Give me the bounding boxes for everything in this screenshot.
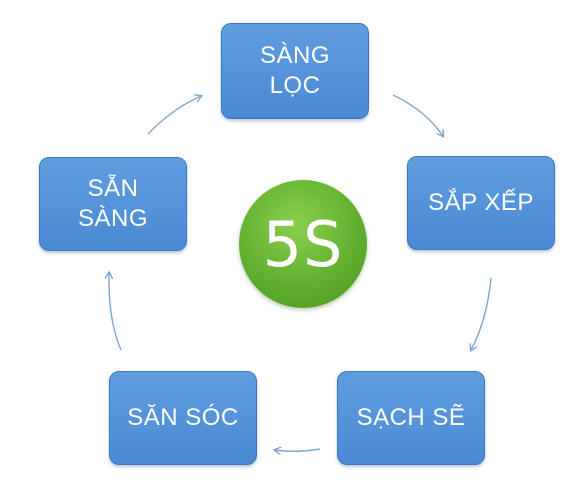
step-box-sach-se: SẠCH SẼ [337, 371, 485, 465]
arrow-standardize-to-sustain [109, 273, 122, 351]
step-label: SÀNG LỌC [260, 41, 330, 101]
arrow-sort-to-set [392, 94, 443, 136]
center-label: 5S [262, 207, 344, 281]
step-label-line1: SẴN [87, 175, 139, 202]
arrow-set-to-shine [471, 277, 492, 350]
step-box-san-soc: SĂN SÓC [109, 371, 257, 465]
step-label-line2: SÀNG [77, 205, 148, 232]
step-box-san-sang: SẴN SÀNG [39, 157, 187, 251]
center-circle-5s: 5S [239, 180, 367, 308]
step-box-sang-loc: SÀNG LỌC [221, 23, 369, 119]
arrow-sustain-to-sort [147, 96, 201, 135]
step-label-line2: LỌC [269, 72, 321, 99]
step-label: SẴN SÀNG [78, 174, 148, 234]
step-label-line1: SẮP XẾP [428, 189, 534, 216]
arrow-shine-to-standardize [275, 449, 321, 451]
step-label: SẮP XẾP [428, 188, 534, 218]
step-label: SẠCH SẼ [357, 403, 466, 433]
step-box-sap-xep: SẮP XẾP [407, 156, 555, 250]
step-label-line1: SÀNG [259, 42, 330, 69]
step-label-line1: SẠCH SẼ [356, 404, 466, 431]
step-label: SĂN SÓC [127, 403, 239, 433]
step-label-line1: SĂN SÓC [127, 404, 239, 431]
